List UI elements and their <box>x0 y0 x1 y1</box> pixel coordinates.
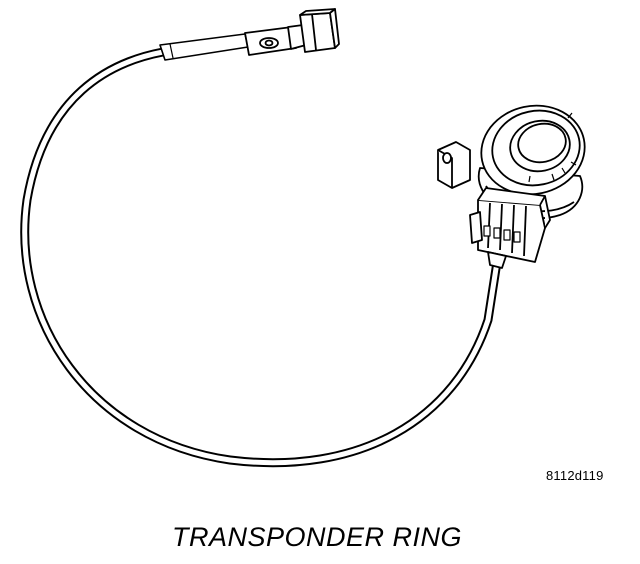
caption-text: TRANSPONDER RING <box>171 522 463 552</box>
wire-harness <box>20 33 502 468</box>
ring-mounting-tab <box>437 141 471 189</box>
ring-connector-block <box>469 187 551 269</box>
connector-plug-icon <box>244 8 340 56</box>
diagram-caption: TRANSPONDER RING <box>0 522 640 553</box>
reference-code: 8112d119 <box>546 468 604 483</box>
